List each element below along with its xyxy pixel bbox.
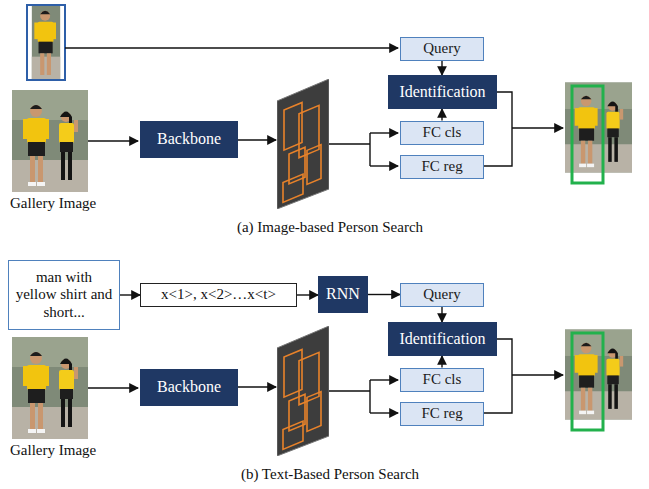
panel-a [12, 79, 632, 209]
box-text-group: Identification [399, 330, 485, 348]
image-label: Gallery Image [10, 195, 96, 212]
flow-arrow [65, 47, 398, 48]
box-label: FC reg [421, 158, 462, 175]
box-label: Backbone [157, 378, 221, 396]
box-label: Identification [399, 330, 485, 348]
flow-arrow [441, 307, 442, 323]
box-text-group: man with yellow shirt and short... [15, 269, 113, 321]
classifier-box: FC cls [400, 368, 484, 392]
box-text-group: x<1>, x<2>…x<t> [161, 286, 276, 303]
panel-b [12, 326, 632, 456]
flow-arrow [368, 294, 400, 295]
box-label: RNN [326, 285, 360, 303]
query-photo-frame [27, 5, 65, 80]
box-text-group: FC cls [423, 371, 462, 388]
classifier-box: FC cls [400, 121, 484, 145]
rnn-box: RNN [318, 276, 368, 313]
box-label: Query [423, 286, 461, 303]
flow-arrow [441, 109, 442, 121]
box-label: FC cls [423, 124, 462, 141]
backbone-box: Backbone [140, 369, 238, 406]
regressor-box: FC reg [400, 155, 484, 179]
identification-box: Identification [388, 322, 497, 356]
panel-caption: (a) Image-based Person Search [237, 219, 423, 236]
query-box: Query [400, 283, 484, 307]
box-text-group: Identification [399, 83, 485, 101]
box-label: x<1>, x<2>…x<t> [161, 286, 276, 303]
flow-arrow [120, 294, 140, 295]
box-text-group: Backbone [157, 378, 221, 396]
box-label: Backbone [157, 130, 221, 148]
box-text-group: FC reg [421, 158, 462, 175]
box-label: Identification [399, 83, 485, 101]
box-text-group: Query [423, 40, 461, 57]
flow-arrow [297, 294, 318, 295]
image-label: Gallery Image [10, 442, 96, 459]
box-label: FC reg [421, 405, 462, 422]
box-label: FC cls [423, 371, 462, 388]
flow-arrow [441, 61, 442, 76]
query-photo [32, 5, 60, 80]
text-query-box: man with yellow shirt and short... [8, 260, 120, 330]
box-text-group: Query [423, 286, 461, 303]
box-label: man with yellow shirt and short... [15, 269, 113, 321]
identification-box: Identification [388, 75, 497, 109]
flow-arrow [441, 356, 442, 368]
backbone-box: Backbone [140, 121, 238, 158]
box-text-group: FC reg [421, 405, 462, 422]
box-label: Query [423, 40, 461, 57]
box-text-group: Backbone [157, 130, 221, 148]
box-text-group: RNN [326, 285, 360, 303]
token-sequence-box: x<1>, x<2>…x<t> [140, 283, 297, 307]
panel-caption: (b) Text-Based Person Search [241, 466, 419, 483]
box-text-group: FC cls [423, 124, 462, 141]
regressor-box: FC reg [400, 402, 484, 426]
query-box: Query [400, 37, 484, 61]
